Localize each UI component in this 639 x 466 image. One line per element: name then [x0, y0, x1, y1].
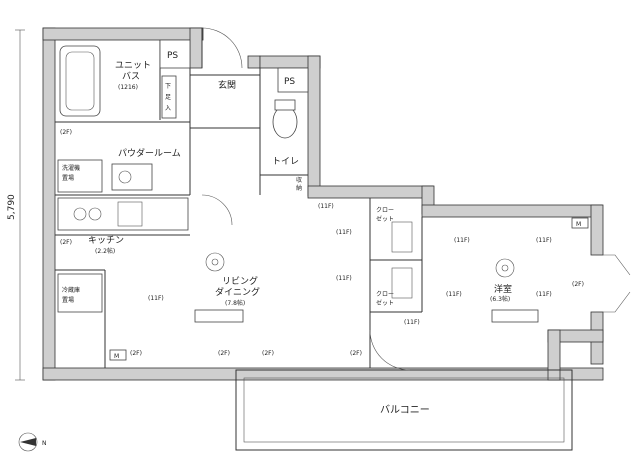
storage: 収 納: [296, 177, 302, 192]
powder-room-label: パウダールーム: [118, 147, 181, 159]
ps2-label: PS: [284, 77, 295, 87]
m-marker-1: M: [576, 221, 581, 228]
svg-text:ゼット: ゼット: [376, 299, 394, 307]
living-dining: リビング ダイニング (7.8帖): [194, 252, 260, 323]
marker-2f-3: (2F): [262, 350, 274, 357]
svg-text:足: 足: [165, 94, 171, 101]
unit-bath-name-2: バス: [122, 71, 140, 82]
dimension: 5,790: [7, 29, 25, 381]
svg-text:置場: 置場: [62, 174, 74, 182]
balcony: バルコニー: [235, 369, 573, 451]
marker-11f-2: (11F): [336, 229, 352, 236]
m-marker-2: M: [114, 353, 119, 360]
partitions: [55, 40, 423, 368]
svg-text:入: 入: [165, 105, 171, 112]
fridge: 冷蔵庫 置場: [57, 273, 103, 313]
svg-text:洗濯機: 洗濯機: [62, 164, 80, 172]
washer: 洗濯機 置場: [57, 159, 103, 193]
svg-text:ゼット: ゼット: [376, 215, 394, 223]
markers-2f: (2F) (2F) (2F) (2F) (2F) (2F) (2F): [60, 129, 584, 357]
toilet: トイレ: [272, 99, 299, 167]
marker-2f-7: (2F): [60, 239, 72, 246]
western-name: 洋室: [494, 283, 512, 295]
svg-text:下: 下: [165, 83, 171, 90]
ps-boxes: PS PS: [159, 39, 309, 93]
entrance: 玄関: [201, 27, 243, 91]
svg-text:納: 納: [296, 184, 302, 192]
svg-text:置場: 置場: [62, 296, 74, 304]
living-name-1: リビング: [222, 275, 258, 287]
outer-walls: [42, 27, 604, 381]
svg-text:冷蔵庫: 冷蔵庫: [62, 286, 80, 294]
dimension-label: 5,790: [7, 194, 17, 220]
storage-label: 収: [296, 177, 302, 184]
marker-2f-2: (2F): [218, 350, 230, 357]
marker-2f-6: (2F): [60, 129, 72, 136]
unit-bath-size: (1216): [118, 84, 138, 91]
balcony-label: バルコニー: [380, 404, 430, 416]
shoe-box: 下 足 入: [161, 75, 177, 119]
marker-11f-9: (11F): [404, 319, 420, 326]
marker-11f-7: (11F): [536, 291, 552, 298]
kitchen: キッチン (2.2帖): [57, 197, 189, 255]
western-size: (6.3帖): [490, 295, 510, 303]
western-room: 洋室 (6.3帖) M: [490, 217, 589, 323]
entrance-label: 玄関: [218, 79, 236, 91]
marker-11f-5: (11F): [454, 237, 470, 244]
doors: [201, 194, 631, 371]
living-size: (7.8帖): [225, 299, 245, 307]
marker-11f-4: (11F): [148, 295, 164, 302]
north-label: N: [42, 440, 47, 447]
m-marker-living: M: [109, 349, 127, 361]
kitchen-size: (2.2帖): [95, 247, 115, 255]
marker-2f-1: (2F): [130, 350, 142, 357]
unit-bath: ユニット バス (1216): [59, 45, 151, 117]
kitchen-name: キッチン: [88, 235, 124, 246]
north-arrow: N: [18, 432, 47, 452]
marker-2f-5: (2F): [572, 281, 584, 288]
svg-text:クロー: クロー: [376, 207, 394, 214]
marker-2f-4: (2F): [350, 350, 362, 357]
powder-room: パウダールーム: [111, 147, 181, 191]
marker-11f-6: (11F): [536, 237, 552, 244]
unit-bath-name: ユニット: [115, 61, 151, 71]
marker-11f-8: (11F): [446, 291, 462, 298]
toilet-label: トイレ: [272, 157, 299, 167]
living-name-2: ダイニング: [215, 286, 260, 298]
ps1-label: PS: [167, 51, 178, 61]
closets: クロー ゼット クロー ゼット: [376, 207, 413, 307]
marker-11f-3: (11F): [336, 275, 352, 282]
svg-text:クロー: クロー: [376, 291, 394, 298]
markers-11f: (11F) (11F) (11F) (11F) (11F) (11F) (11F…: [148, 203, 552, 326]
marker-11f-1: (11F): [318, 203, 334, 210]
